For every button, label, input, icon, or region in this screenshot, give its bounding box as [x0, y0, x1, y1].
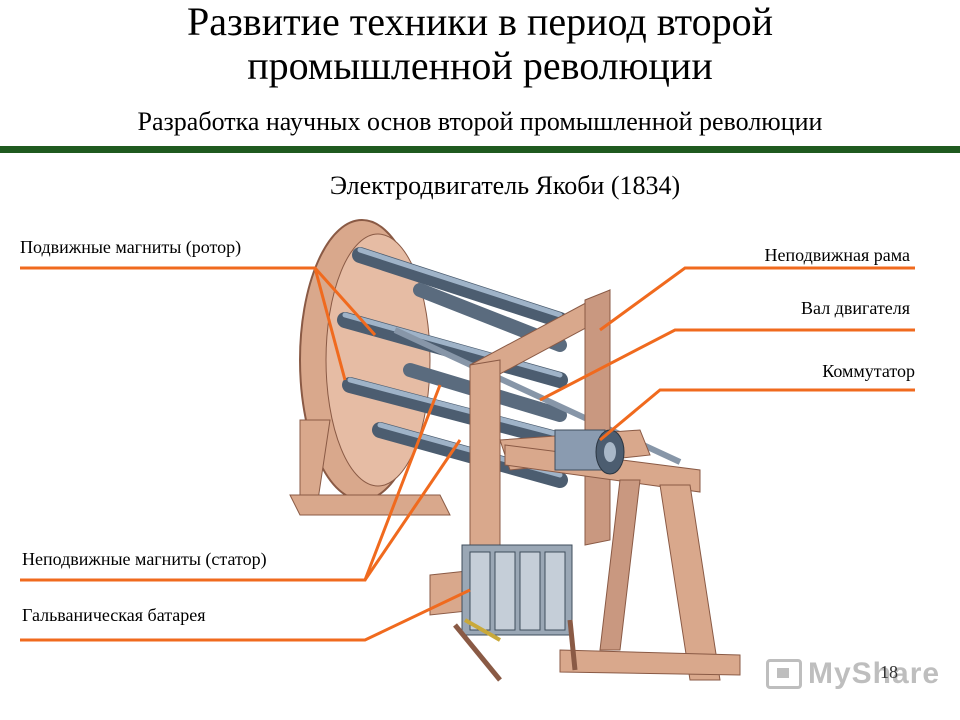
- watermark-text: MyShare: [808, 657, 941, 690]
- watermark: MyShare: [766, 654, 940, 694]
- leader-commutator: [599, 388, 915, 442]
- slide-title: Развитие техники в период второй промышл…: [0, 0, 960, 88]
- galvanic-battery: [429, 544, 578, 682]
- label-commutator: Коммутатор: [822, 361, 915, 381]
- leader-frame: [599, 266, 915, 332]
- bench-leg-right: [659, 484, 721, 681]
- leader-rotor-a: [20, 266, 377, 337]
- slide-subtitle: Разработка научных основ второй промышле…: [137, 107, 823, 136]
- bench-leg-left: [599, 479, 641, 651]
- leader-shaft: [539, 328, 915, 402]
- leader-stator-b: [363, 439, 462, 581]
- divider-rule: [0, 146, 960, 153]
- left-stand-base: [289, 494, 451, 516]
- label-shaft: Вал двигателя: [801, 298, 910, 318]
- figure-caption: Электродвигатель Якоби (1834): [329, 171, 681, 200]
- title-line-2: промышленной революции: [247, 43, 713, 88]
- label-battery: Гальваническая батарея: [22, 605, 206, 625]
- rotor-disk-face: [325, 233, 431, 487]
- leader-rotor-b: [313, 267, 347, 381]
- leader-battery: [20, 588, 471, 642]
- watermark-logo-icon: [766, 659, 802, 689]
- title-line-1: Развитие техники в период второй: [187, 0, 773, 44]
- label-rotor: Подвижные магниты (ротор): [20, 237, 242, 257]
- label-stator: Неподвижные магниты (статор): [22, 549, 267, 569]
- page-number: 18: [880, 662, 898, 682]
- bench-base: [559, 649, 741, 676]
- label-frame: Неподвижная рама: [764, 245, 910, 265]
- commutator-unit: [554, 429, 625, 475]
